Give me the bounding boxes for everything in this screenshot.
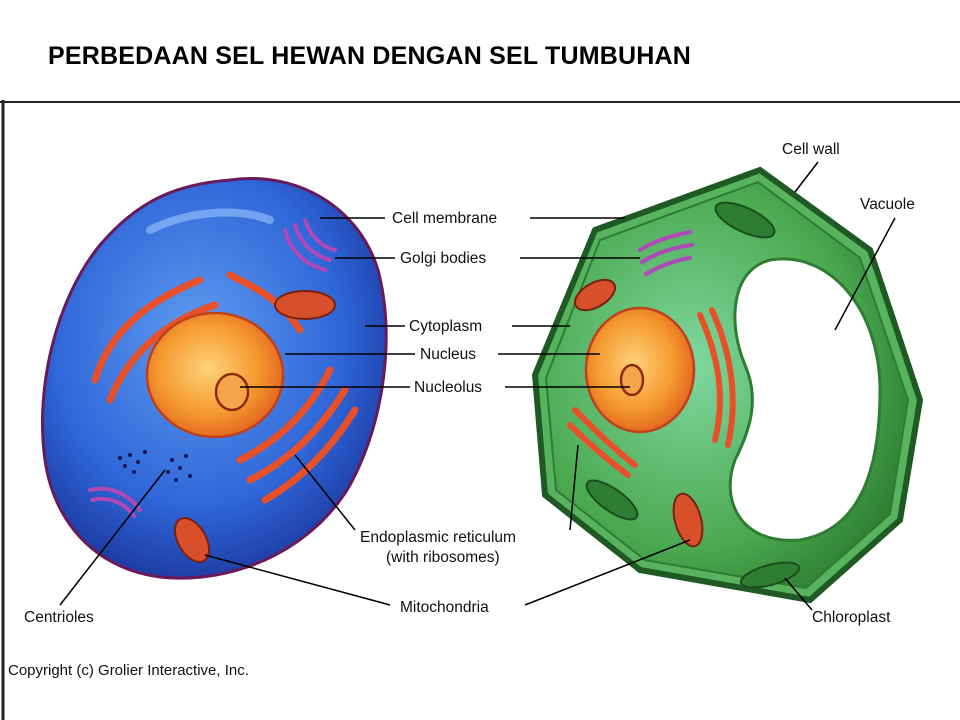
cell-diagram: Cell membrane Golgi bodies Cytoplasm Nuc… <box>0 100 960 720</box>
plant-mitochondrion-1 <box>574 278 616 312</box>
label-chloroplast: Chloroplast <box>812 609 891 626</box>
label-er-line1: Endoplasmic reticulum <box>360 529 516 546</box>
plant-nucleolus <box>619 363 645 397</box>
labels: Cell membrane Golgi bodies Cytoplasm Nuc… <box>8 141 915 679</box>
label-nucleus: Nucleus <box>420 346 476 363</box>
label-cell-membrane: Cell membrane <box>392 210 497 227</box>
label-cell-wall: Cell wall <box>782 141 840 158</box>
plant-vacuole <box>728 257 882 542</box>
cell-diagram-frame: Cell membrane Golgi bodies Cytoplasm Nuc… <box>0 100 960 720</box>
label-mitochondria: Mitochondria <box>400 599 489 616</box>
plant-mitochondrion-2 <box>672 492 704 548</box>
animal-er <box>91 271 359 504</box>
animal-nucleus <box>145 311 285 439</box>
label-nucleolus: Nucleolus <box>414 379 482 396</box>
animal-cell <box>41 177 388 580</box>
leader-lines <box>59 161 896 611</box>
animal-cell-highlight <box>146 208 274 234</box>
copyright-text: Copyright (c) Grolier Interactive, Inc. <box>8 662 249 679</box>
label-vacuole: Vacuole <box>860 196 915 213</box>
page-title: PERBEDAAN SEL HEWAN DENGAN SEL TUMBUHAN <box>48 42 692 70</box>
plant-golgi <box>638 230 694 276</box>
label-centrioles: Centrioles <box>24 609 94 626</box>
animal-centrioles <box>118 450 192 482</box>
plant-er <box>567 307 736 478</box>
label-golgi-bodies: Golgi bodies <box>400 250 486 267</box>
label-cytoplasm: Cytoplasm <box>409 318 482 335</box>
label-er-line2: (with ribosomes) <box>386 549 500 566</box>
animal-mitochondrion-2 <box>173 517 211 563</box>
plant-chloroplasts <box>585 201 801 589</box>
animal-mitochondrion-1 <box>274 290 336 320</box>
animal-nucleolus <box>214 372 250 412</box>
plant-cell <box>531 166 924 604</box>
